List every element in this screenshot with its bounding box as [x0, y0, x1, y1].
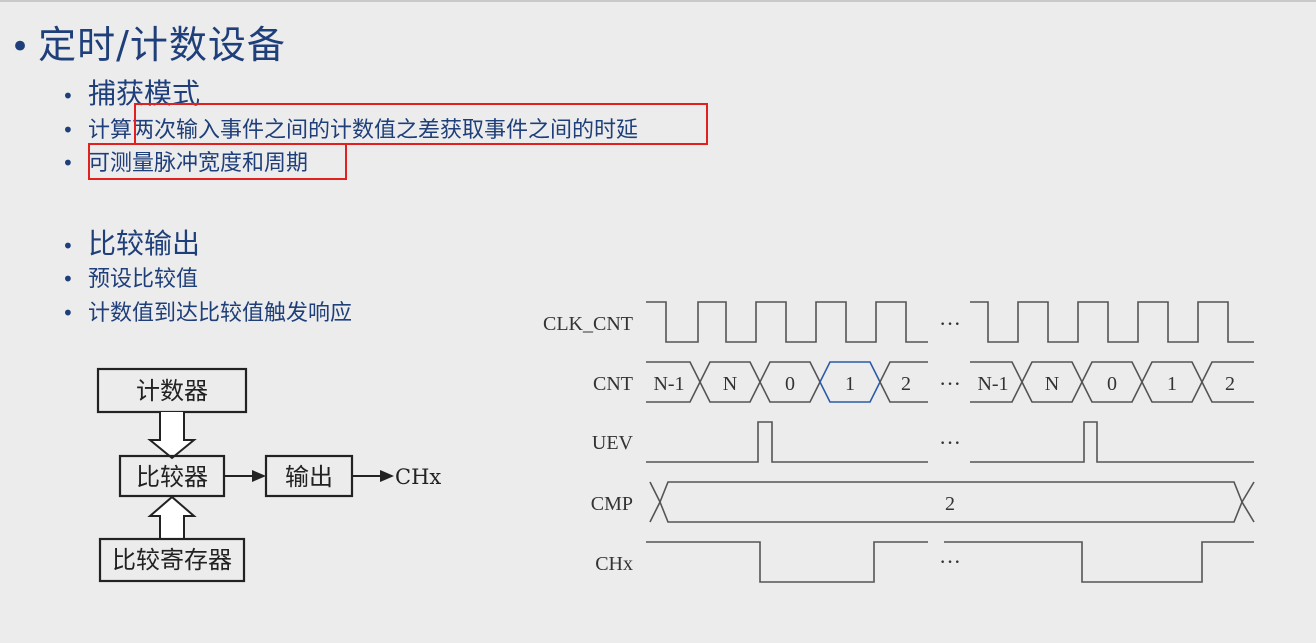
- bullet: •: [62, 151, 74, 175]
- slide-header: • 定时/计数设备: [10, 14, 286, 69]
- compare-register-box: [98, 537, 246, 583]
- capture-bullet-2-text: 可测量脉冲宽度和周期: [88, 151, 309, 176]
- comparator-label: 比较器: [136, 463, 208, 491]
- cnt-value-right-5: 2: [1225, 373, 1235, 395]
- capture-bullet-1: • 计算两次输入事件之间的计数值之差获取事件之间的时延: [62, 112, 638, 144]
- ellipsis-clk: ···: [939, 311, 961, 336]
- channel-label: CHx: [395, 465, 441, 489]
- cnt-value-right-4: 1: [1167, 373, 1177, 395]
- clk-wave-right: [970, 301, 1254, 343]
- signal-label-uev: UEV: [592, 432, 634, 454]
- cmp-value: 2: [945, 493, 955, 515]
- cnt-value-left-3: 0: [785, 373, 795, 395]
- clk-wave-left: [646, 301, 928, 343]
- cmp-left-edge: [649, 481, 661, 523]
- top-divider: [0, 0, 1316, 2]
- bullet: •: [62, 301, 74, 325]
- bullet: •: [62, 84, 74, 108]
- uev-wave-right: [970, 421, 1254, 463]
- cmp-bus: [659, 481, 1243, 523]
- compare-heading: 比较输出: [88, 227, 201, 260]
- cnt-cell-left-5: [879, 361, 928, 403]
- cnt-value-right-1: N-1: [977, 373, 1008, 395]
- capture-bullet-2: • 可测量脉冲宽度和周期: [62, 145, 308, 177]
- compare-register-label: 比较寄存器: [112, 546, 232, 574]
- highlight-box-pulse: [88, 143, 347, 180]
- compare-bullet-2-text: 计数值到达比较值触发响应: [88, 301, 353, 326]
- register-to-comparator-arrow: [147, 495, 197, 538]
- output-to-channel-arrowhead: [380, 470, 394, 482]
- cnt-cell-left-3: [759, 361, 821, 403]
- comparator-to-output-arrowhead: [252, 470, 266, 482]
- counter-to-comparator-arrow: [147, 412, 197, 460]
- cnt-value-right-3: 0: [1107, 373, 1117, 395]
- cnt-value-right-2: N: [1045, 373, 1059, 395]
- highlight-box-delay: [134, 103, 708, 145]
- title-bullet: •: [10, 27, 31, 67]
- cnt-cell-right-5: [1201, 361, 1254, 403]
- timing-diagram: CLK_CNT CNT UEV CMP CHx N-1 N 0 1 2 N-1 …: [543, 301, 1255, 583]
- bullet: •: [62, 234, 74, 258]
- bullet: •: [62, 267, 74, 291]
- compare-bullet-1: • 预设比较值: [62, 261, 198, 293]
- ellipsis-chx: ···: [939, 549, 961, 574]
- cnt-cell-right-2: [1021, 361, 1083, 403]
- cnt-value-left-1: N-1: [653, 373, 684, 395]
- compare-bullet-1-text: 预设比较值: [88, 267, 199, 292]
- cnt-cell-left-2: [699, 361, 761, 403]
- cnt-value-left-2: N: [723, 373, 737, 395]
- chx-wave-right: [944, 541, 1254, 583]
- capture-bullet-1-text: 计算两次输入事件之间的计数值之差获取事件之间的时延: [88, 118, 639, 143]
- bullet: •: [62, 118, 74, 142]
- compare-heading-item: • 比较输出: [62, 222, 200, 262]
- cnt-cell-right-3: [1081, 361, 1143, 403]
- uev-wave-left: [646, 421, 928, 463]
- ellipsis-cnt: ···: [939, 371, 961, 396]
- cnt-value-left-5: 2: [901, 373, 911, 395]
- counter-label: 计数器: [136, 377, 208, 405]
- cmp-right-edge: [1241, 481, 1255, 523]
- output-label: 输出: [285, 463, 333, 491]
- signal-label-clk: CLK_CNT: [543, 313, 633, 335]
- signal-label-cnt: CNT: [593, 373, 633, 395]
- ellipsis-uev: ···: [939, 430, 961, 455]
- cnt-cell-left-4: [819, 361, 881, 403]
- compare-bullet-2: • 计数值到达比较值触发响应: [62, 295, 352, 327]
- cnt-value-left-4: 1: [845, 373, 855, 395]
- signal-label-cmp: CMP: [591, 493, 633, 515]
- slide-title: 定时/计数设备: [38, 23, 286, 67]
- block-diagram: 计数器 比较器 比较寄存器 输出 CHx: [96, 367, 441, 583]
- chx-wave-left: [646, 541, 928, 583]
- cnt-cell-right-4: [1141, 361, 1203, 403]
- signal-label-chx: CHx: [595, 553, 633, 575]
